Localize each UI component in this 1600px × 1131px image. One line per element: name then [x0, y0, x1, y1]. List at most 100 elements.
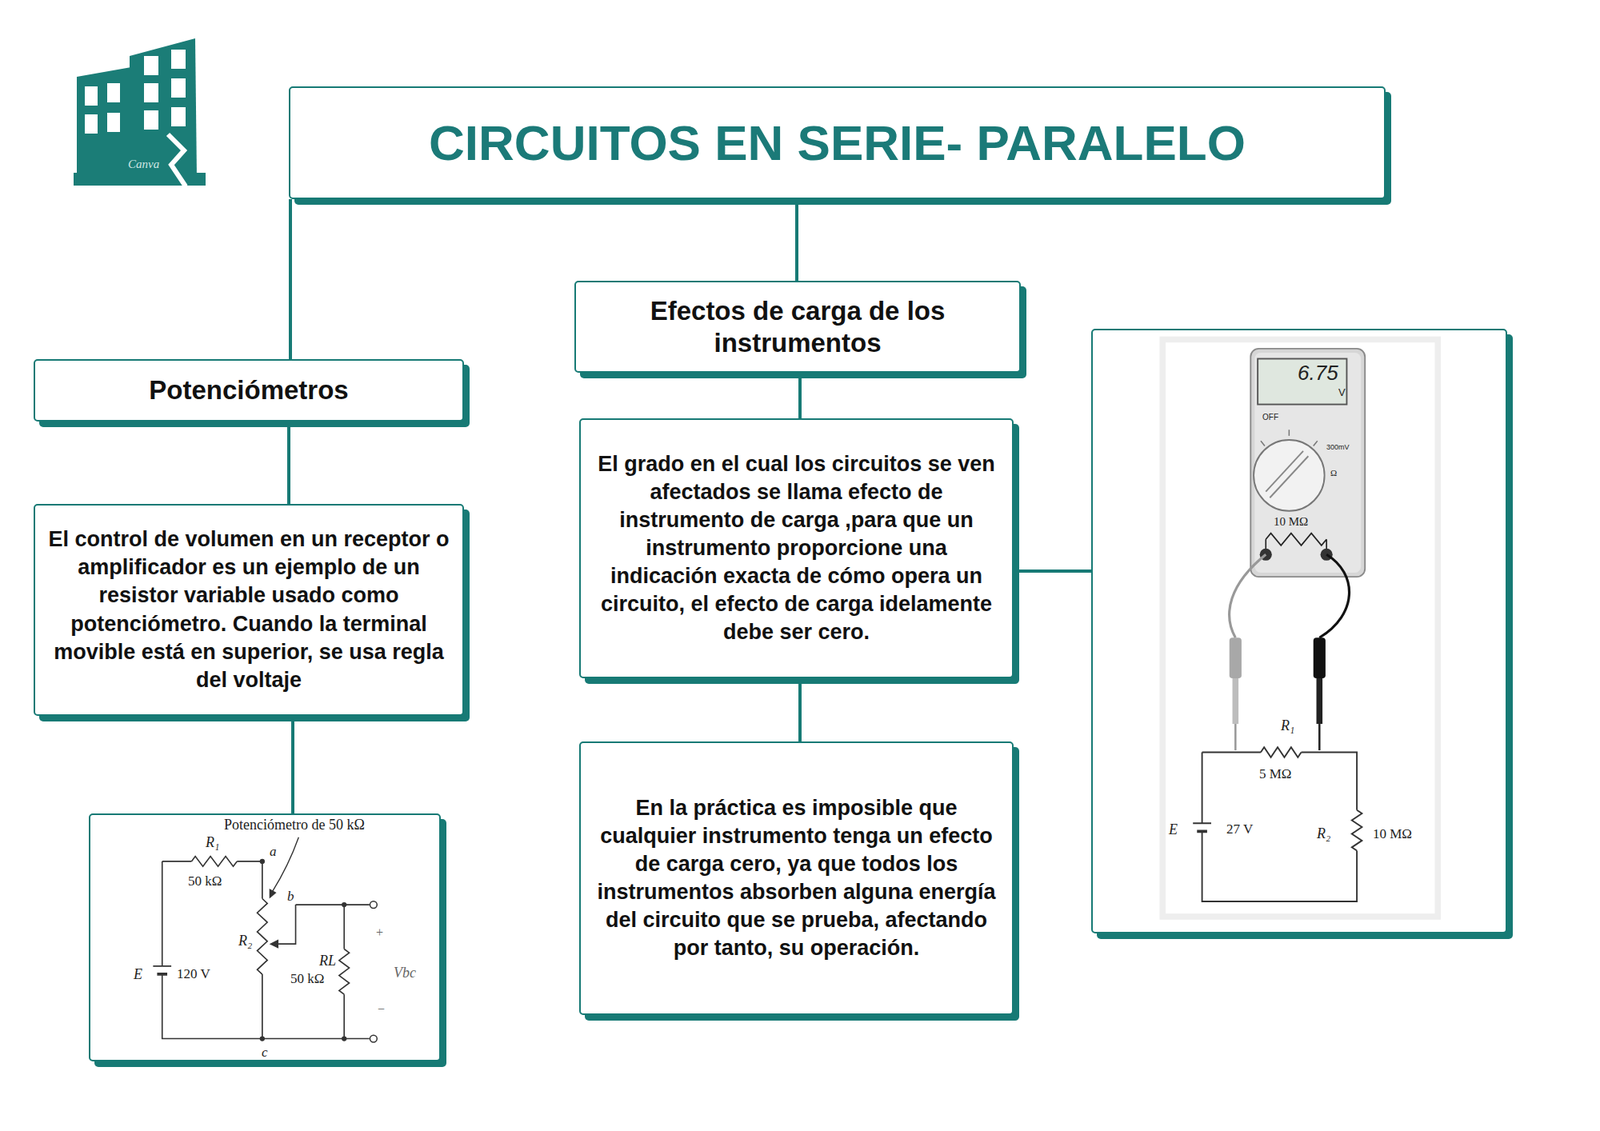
circuit-label: E	[1168, 821, 1178, 840]
circuit-label: Potenciómetro de 50 kΩ	[224, 816, 365, 835]
box-text: Efectos de carga de los instrumentos	[587, 295, 1008, 359]
junction-dot	[341, 902, 347, 908]
circuit-label: Ω	[1330, 468, 1337, 479]
battery-symbol	[1196, 830, 1208, 834]
wire	[1202, 752, 1358, 902]
text-box: El grado en el cual los circuitos se ven…	[579, 418, 1014, 679]
circuit-illustration	[90, 815, 440, 1060]
circuit-label: 50 kΩ	[188, 873, 222, 890]
dial-tick	[1288, 429, 1291, 436]
image-frame	[1159, 336, 1441, 920]
circuit-label: a	[269, 844, 277, 860]
circuit-label: 300mV	[1326, 443, 1350, 452]
window-shape	[171, 78, 186, 98]
connector-line	[795, 199, 799, 281]
image-ground	[1165, 342, 1435, 914]
image-box: 6.75V OFF 300mV Ω 10 MΩ R₁ 5 MΩ E 27 V R₂ 10 MΩ	[1091, 328, 1508, 934]
probe	[1229, 637, 1242, 679]
circuit-label: V	[1338, 386, 1346, 400]
connector-line	[288, 199, 292, 360]
probe	[1313, 637, 1326, 679]
dial-knob	[1265, 451, 1304, 492]
circuit-label: 6.75	[1297, 360, 1339, 386]
title-box: CIRCUITOS EN SERIE- PARALELO	[288, 86, 1386, 200]
text-box: El control de volumen en un receptor o a…	[33, 504, 464, 716]
probe-tip	[1318, 724, 1321, 751]
potentiometer-symbol	[257, 899, 268, 976]
multimeter-body	[1250, 348, 1365, 577]
window-shape	[144, 83, 159, 103]
resistor-symbol	[1260, 747, 1302, 758]
resistor-symbol	[339, 948, 350, 995]
crack-line	[168, 134, 186, 187]
image-box: Potenciómetro de 50 kΩR₁50 kΩabR₂RL50 kΩ…	[88, 813, 441, 1062]
window-shape	[107, 83, 120, 103]
watermark-text: Canva	[128, 156, 160, 172]
resistor-symbol	[191, 856, 237, 868]
connector-line	[798, 678, 802, 742]
probe	[1316, 678, 1324, 724]
battery-symbol	[152, 965, 172, 968]
terminal	[369, 901, 377, 909]
box-text: Potenciómetros	[148, 374, 348, 407]
resistor-symbol	[1352, 810, 1363, 852]
box-text: El control de volumen en un receptor o a…	[44, 525, 453, 695]
battery-symbol	[156, 972, 168, 976]
window-shape	[144, 110, 159, 130]
connector-line	[287, 421, 291, 504]
circuit-label: OFF	[1262, 412, 1279, 423]
junction-dot	[260, 859, 265, 864]
window-shape	[84, 114, 98, 134]
circuit-label: R₁	[205, 834, 220, 852]
circuit-label: RL	[319, 952, 336, 971]
box-text: En la práctica es imposible que cualquie…	[590, 794, 1003, 964]
circuit-label: R₁	[1280, 717, 1295, 736]
circuit-label: 5 MΩ	[1259, 766, 1292, 783]
window-shape	[144, 56, 159, 76]
circuit-label: 27 V	[1226, 821, 1253, 838]
connector-line	[798, 372, 802, 419]
circuit-label: E	[133, 966, 143, 984]
circuit-label: 50 kΩ	[290, 971, 324, 988]
circuit-label: −	[377, 1001, 385, 1017]
battery-symbol	[1192, 822, 1212, 824]
window-shape	[171, 49, 186, 69]
box-text: CIRCUITOS EN SERIE- PARALELO	[428, 114, 1246, 172]
box-text: El grado en el cual los circuitos se ven…	[590, 450, 1003, 648]
circuit-label: Vbc	[393, 964, 416, 983]
circuit-label: +	[376, 924, 384, 940]
window-shape	[107, 112, 120, 132]
multimeter-illustration	[1092, 330, 1506, 932]
probe-tip	[1234, 724, 1237, 751]
heading-box: Potenciómetros	[33, 359, 464, 422]
window-shape	[171, 107, 186, 127]
heading-box: Efectos de carga de los instrumentos	[574, 280, 1021, 373]
junction-dot	[341, 1036, 347, 1041]
leader-arrow	[269, 888, 277, 900]
multimeter-display	[1257, 359, 1347, 405]
dial-tick	[1260, 440, 1265, 446]
circuit-label: 10 MΩ	[1372, 826, 1412, 843]
building-shape	[76, 67, 132, 181]
probe-wire	[1319, 554, 1349, 638]
wiper-arrow	[269, 940, 279, 949]
circuit-label: c	[261, 1044, 268, 1061]
connector-line	[1013, 569, 1092, 573]
junction-dot	[260, 1036, 265, 1041]
resistor-symbol	[1265, 533, 1327, 556]
selector-dial	[1253, 440, 1325, 512]
dial-knob	[1269, 456, 1308, 498]
circuit-label: R₂	[1316, 825, 1331, 844]
circuit-label: 10 MΩ	[1273, 514, 1308, 529]
window-shape	[84, 86, 98, 106]
probe	[1232, 678, 1240, 724]
circuit-label: R₂	[238, 932, 252, 951]
probe-wire	[1229, 554, 1267, 638]
text-box: En la práctica es imposible que cualquie…	[579, 741, 1014, 1016]
terminal	[369, 1035, 377, 1043]
circuit-label: b	[287, 888, 295, 905]
circuit-label: 120 V	[176, 966, 211, 983]
wire	[162, 861, 370, 1040]
connector-line	[291, 716, 295, 814]
